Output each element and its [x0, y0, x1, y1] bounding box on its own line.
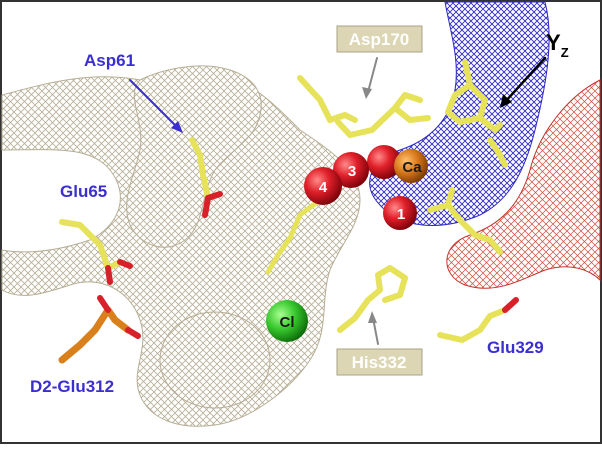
label-asp61: Asp61: [84, 51, 135, 70]
atom-label-ca: Ca: [402, 159, 422, 176]
yz-side: [477, 115, 503, 133]
right-stick: [427, 202, 503, 255]
glu65-stick: [59, 219, 123, 271]
asp170-stick-c: [392, 105, 431, 123]
glu329-stick: [437, 307, 508, 343]
atom-label-cl: Cl: [280, 314, 295, 331]
label-d2-glu312: D2-Glu312: [30, 377, 114, 396]
atom-label-4: 4: [319, 179, 328, 196]
asp170-stick-a: [297, 75, 358, 123]
oxygen-atom-4: [304, 167, 342, 205]
asp61-oxygen-b: [202, 195, 211, 218]
label-glu329: Glu329: [487, 338, 544, 357]
d2-glu312-oxygen-b: [125, 327, 141, 339]
atom-label-1: 1: [397, 206, 405, 223]
ligand-stick: [265, 197, 323, 275]
right-stick-b: [445, 187, 455, 208]
asp61-stick: [189, 137, 211, 201]
yz-stick-b: [487, 137, 508, 168]
residue-sticks: [58, 59, 519, 364]
chloride-atom: [266, 300, 308, 342]
label-box-his332: [336, 348, 423, 376]
label-box-asp170: [336, 25, 423, 53]
calcium-atom: [394, 149, 428, 183]
label-yz: YZ: [546, 30, 569, 60]
d2-glu312-oxygen: [97, 295, 111, 313]
glu65-oxygen-b: [105, 265, 113, 285]
arrow-asp61: [129, 79, 181, 131]
metal-cluster: [266, 145, 428, 342]
yz-ring: [445, 82, 488, 125]
d2-glu312-stick: [58, 306, 132, 364]
label-yz-main: Y: [546, 30, 561, 55]
label-asp170: Asp170: [349, 30, 409, 49]
glu65-oxygen: [117, 259, 133, 269]
oxygen-atom-3: [333, 152, 369, 188]
label-yz-sub: Z: [561, 45, 569, 60]
label-glu65: Glu65: [60, 182, 107, 201]
yz-backbone: [462, 59, 473, 88]
arrow-yz: [503, 56, 547, 104]
his332-stick: [337, 265, 408, 333]
asp170-stick-b: [335, 92, 423, 138]
arrow-asp170: [367, 57, 378, 93]
atom-label-3: 3: [348, 163, 356, 180]
glu329-oxygen: [502, 297, 519, 313]
label-his332: His332: [352, 353, 407, 372]
oxygen-atom-1: [383, 196, 417, 230]
oxygen-atom-extra: [367, 145, 401, 179]
annotation-arrows: [129, 56, 547, 345]
